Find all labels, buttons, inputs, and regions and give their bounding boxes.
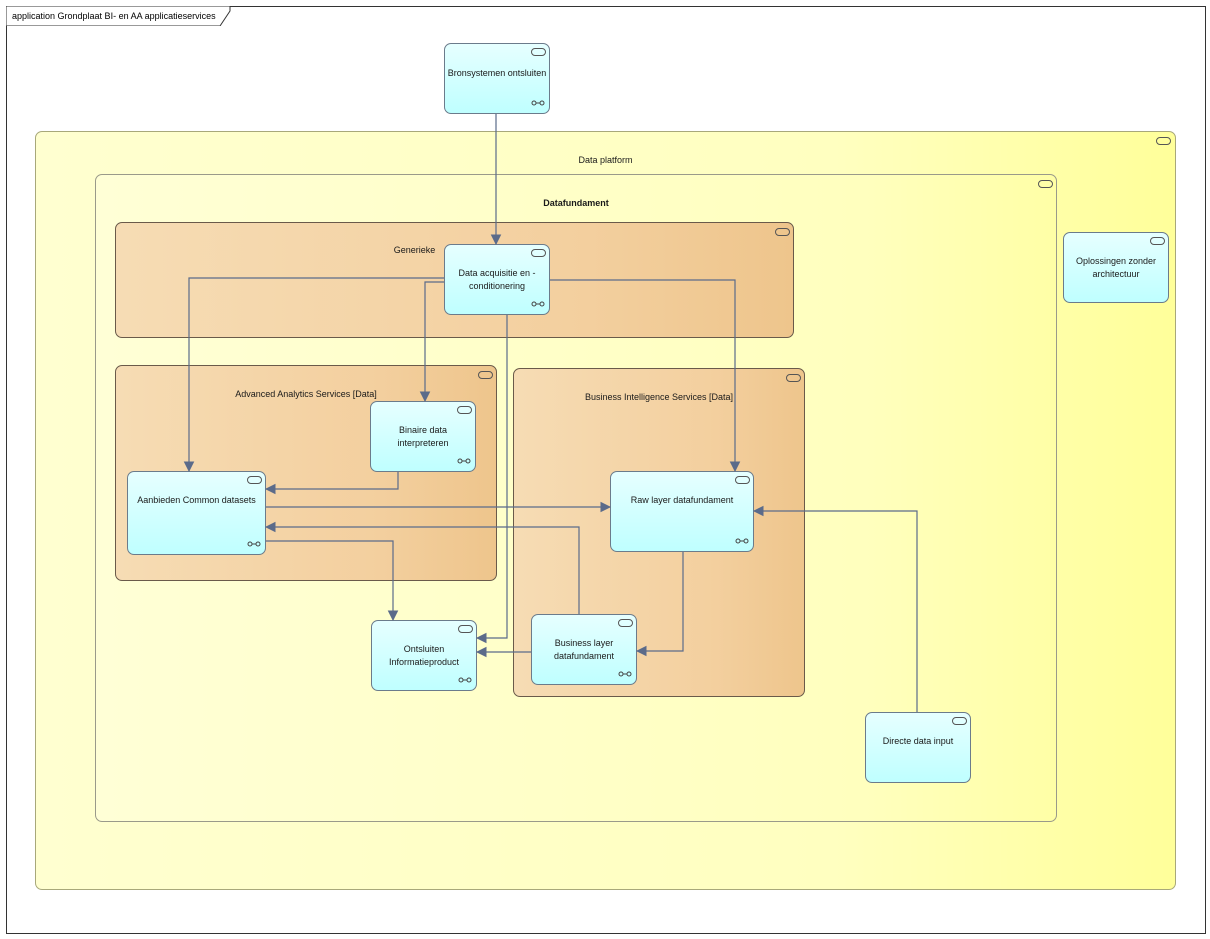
- aanbieden-common-datasets-node[interactable]: Aanbieden Common datasets: [127, 471, 266, 555]
- data-platform-label: Data platform: [578, 155, 633, 165]
- service-icon: [1038, 180, 1053, 188]
- flow-acquisitie-to-raw: [550, 279, 741, 473]
- interface-icon: [531, 100, 545, 106]
- node-label: Oplossingen zonder architectuur: [1075, 256, 1157, 279]
- service-icon: [478, 371, 493, 379]
- node-label: Raw layer datafundament: [630, 495, 734, 505]
- interface-icon: [247, 541, 261, 547]
- oplossingen-zonder-architectuur-node[interactable]: Oplossingen zonder architectuur: [1063, 232, 1169, 303]
- service-icon: [618, 619, 633, 627]
- flow-binaire-to-aanbieden: [264, 472, 399, 495]
- node-label: Business layer datafundament: [553, 638, 615, 661]
- service-icon: [458, 625, 473, 633]
- service-icon: [531, 249, 546, 257]
- service-icon: [952, 717, 967, 725]
- node-label: Directe data input: [882, 736, 954, 746]
- binaire-data-node[interactable]: Binaire data interpreteren: [370, 401, 476, 472]
- node-label: Ontsluiten Informatieproduct: [388, 644, 460, 667]
- flow-raw-to-business: [635, 552, 684, 657]
- interface-icon: [735, 538, 749, 544]
- node-label: Aanbieden Common datasets: [137, 495, 256, 505]
- diagram-frame: [6, 6, 1206, 934]
- service-icon: [1156, 137, 1171, 145]
- interface-icon: [618, 671, 632, 677]
- service-icon: [735, 476, 750, 484]
- service-icon: [531, 48, 546, 56]
- frame-title-tab: [6, 6, 231, 26]
- node-label: Data acquisitie en - conditionering: [458, 268, 536, 291]
- flow-acquisitie-to-binaire: [419, 281, 444, 403]
- service-icon: [1150, 237, 1165, 245]
- interface-icon: [531, 301, 545, 307]
- directe-data-input-node[interactable]: Directe data input: [865, 712, 971, 783]
- service-icon: [786, 374, 801, 382]
- bronsystemen-ontsluiten-node[interactable]: Bronsystemen ontsluiten: [444, 43, 550, 114]
- node-label: Binaire data interpreteren: [397, 425, 449, 448]
- ontsluiten-informatieproduct-node[interactable]: Ontsluiten Informatieproduct: [371, 620, 477, 691]
- flow-acquisitie-to-aanbieden: [183, 277, 444, 473]
- service-icon: [457, 406, 472, 414]
- bi-services-label: Business Intelligence Services [Data]: [584, 392, 734, 402]
- flow-acquisitie-to-ontsluiten: [475, 315, 508, 644]
- flow-directe-to-raw: [752, 505, 918, 712]
- service-icon: [247, 476, 262, 484]
- flow-business-to-aanbieden: [264, 521, 580, 614]
- business-layer-node[interactable]: Business layer datafundament: [531, 614, 637, 685]
- service-icon: [775, 228, 790, 236]
- generieke-label: Generieke: [393, 245, 436, 255]
- interface-icon: [458, 677, 472, 683]
- aa-services-label: Advanced Analytics Services [Data]: [235, 389, 377, 399]
- data-acquisitie-node[interactable]: Data acquisitie en - conditionering: [444, 244, 550, 315]
- datafundament-label: Datafundament: [543, 198, 609, 208]
- node-label: Bronsystemen ontsluiten: [447, 68, 547, 78]
- raw-layer-node[interactable]: Raw layer datafundament: [610, 471, 754, 552]
- frame-title: application Grondplaat BI- en AA applica…: [12, 11, 216, 21]
- interface-icon: [457, 458, 471, 464]
- flow-aanbieden-to-ontsluiten: [266, 540, 399, 622]
